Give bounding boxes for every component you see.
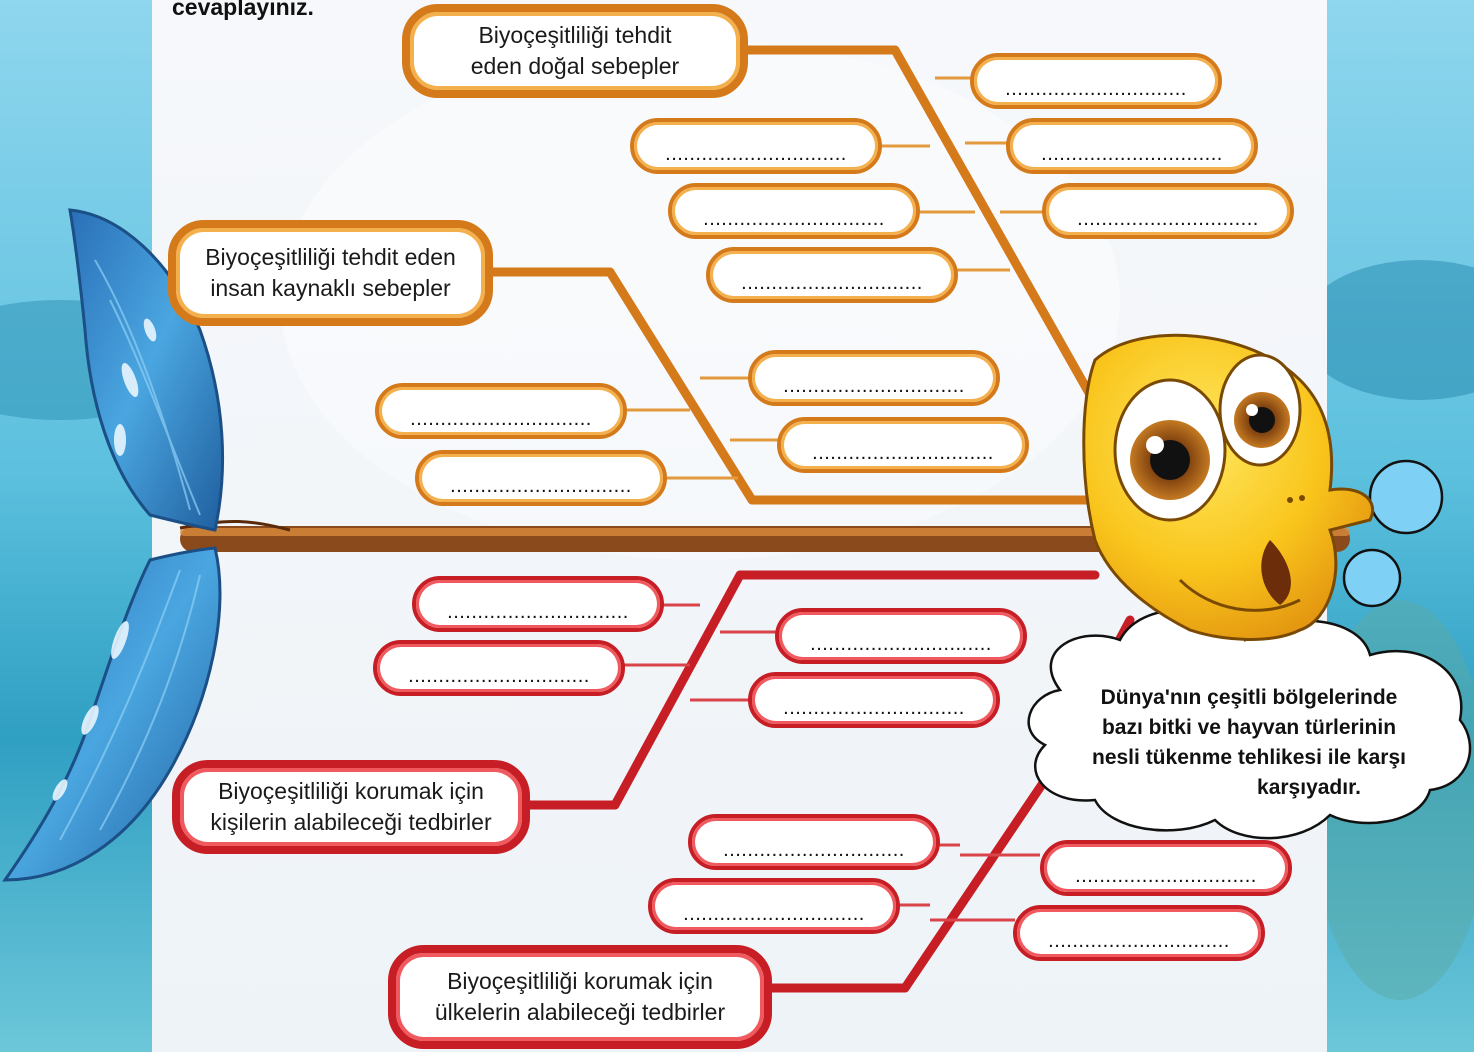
answer-box-natural-4[interactable]: .............................. xyxy=(668,183,920,239)
answer-blank: .............................. xyxy=(1077,209,1259,230)
answer-box-country-3[interactable]: .............................. xyxy=(648,878,900,934)
speech-line-4: karşıyadır. xyxy=(1257,776,1361,799)
answer-box-human-4[interactable]: .............................. xyxy=(415,450,667,506)
answer-blank: .............................. xyxy=(741,273,923,294)
speech-line-1: Dünya'nın çeşitli bölgelerinde xyxy=(1100,686,1398,709)
speech-line-3: nesli tükenme tehlikesi ile karşı xyxy=(1092,746,1406,769)
answer-box-natural-3[interactable]: .............................. xyxy=(1006,118,1258,174)
answer-box-human-1[interactable]: .............................. xyxy=(748,350,1000,406)
answer-box-human-3[interactable]: .............................. xyxy=(777,417,1029,473)
answer-blank: .............................. xyxy=(783,376,965,397)
answer-blank: .............................. xyxy=(683,904,865,925)
answer-box-country-2[interactable]: .............................. xyxy=(1040,840,1292,896)
fish-icon xyxy=(1082,333,1374,641)
answer-blank: .............................. xyxy=(1075,866,1257,887)
answer-blank: .............................. xyxy=(723,840,905,861)
category-natural-threats: Biyoçeşitliliği tehdit eden doğal sebeple… xyxy=(402,4,748,98)
category-human-threats: Biyoçeşitliliği tehdit eden insan kaynakl… xyxy=(168,220,493,326)
answer-blank: .............................. xyxy=(450,476,632,497)
category-personal-line2: kişilerin alabileceği tedbirler xyxy=(210,809,492,835)
category-natural-line1: Biyoçeşitliliği tehdit xyxy=(478,22,672,48)
answer-blank: .............................. xyxy=(1048,931,1230,952)
category-human-line1: Biyoçeşitliliği tehdit eden xyxy=(205,244,456,270)
answer-box-country-4[interactable]: .............................. xyxy=(1013,905,1265,961)
answer-blank: .............................. xyxy=(408,666,590,687)
answer-box-personal-1[interactable]: .............................. xyxy=(412,576,664,632)
speech-bubble-text: Dünya'nın çeşitli bölgelerinde bazı bitk… xyxy=(1034,683,1464,803)
thought-bubble xyxy=(1027,459,1472,840)
answer-blank: .............................. xyxy=(810,634,992,655)
answer-blank: .............................. xyxy=(665,144,847,165)
category-country-measures: Biyoçeşitliliği korumak için ülkelerin al… xyxy=(388,945,772,1049)
category-country-line1: Biyoçeşitliliği korumak için xyxy=(447,968,713,994)
instruction-text: cevaplayınız. xyxy=(172,0,314,20)
answer-blank: .............................. xyxy=(1041,144,1223,165)
answer-box-personal-3[interactable]: .............................. xyxy=(373,640,625,696)
category-country-line2: ülkelerin alabileceği tedbirler xyxy=(434,999,726,1025)
answer-box-natural-6[interactable]: .............................. xyxy=(706,247,958,303)
category-personal-measures: Biyoçeşitliliği korumak için kişilerin al… xyxy=(172,760,530,854)
answer-box-natural-1[interactable]: .............................. xyxy=(970,53,1222,109)
answer-blank: .............................. xyxy=(783,698,965,719)
answer-blank: .............................. xyxy=(812,443,994,464)
answer-box-personal-2[interactable]: .............................. xyxy=(775,608,1027,664)
answer-box-natural-2[interactable]: .............................. xyxy=(630,118,882,174)
answer-blank: .............................. xyxy=(1005,79,1187,100)
answer-box-natural-5[interactable]: .............................. xyxy=(1042,183,1294,239)
answer-blank: .............................. xyxy=(703,209,885,230)
answer-box-country-1[interactable]: .............................. xyxy=(688,814,940,870)
category-human-line2: insan kaynaklı sebepler xyxy=(210,275,451,301)
category-natural-line2: eden doğal sebepler xyxy=(470,53,680,79)
answer-blank: .............................. xyxy=(447,602,629,623)
answer-box-personal-4[interactable]: .............................. xyxy=(748,672,1000,728)
category-personal-line1: Biyoçeşitliliği korumak için xyxy=(218,778,484,804)
answer-box-human-2[interactable]: .............................. xyxy=(375,383,627,439)
speech-line-2: bazı bitki ve hayvan türlerinin xyxy=(1101,716,1397,739)
answer-blank: .............................. xyxy=(410,409,592,430)
